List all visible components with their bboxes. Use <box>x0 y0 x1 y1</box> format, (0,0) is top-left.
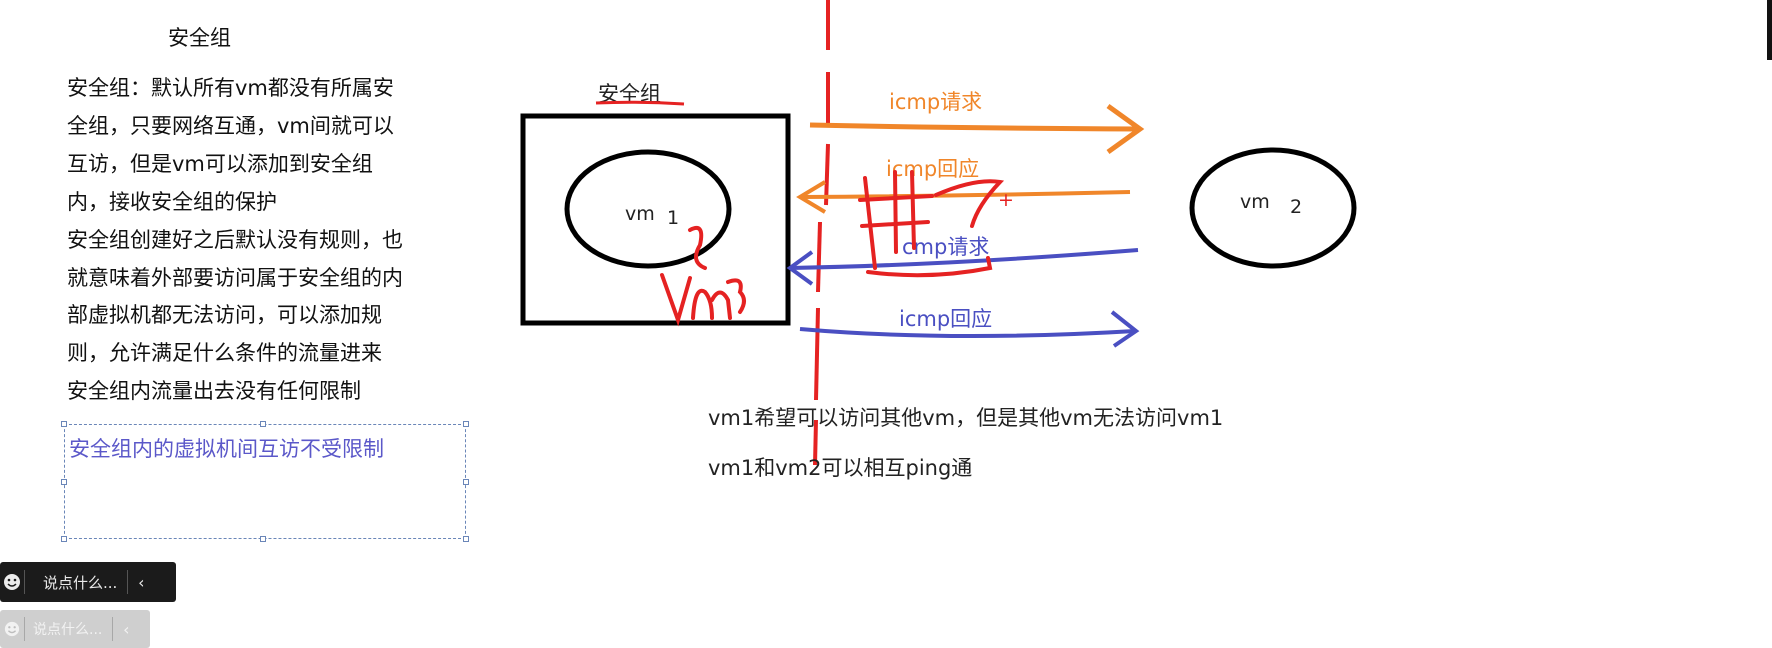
vm2-label: vm <box>1240 191 1270 213</box>
divider <box>112 617 114 641</box>
resize-handle-top-middle[interactable] <box>260 421 266 427</box>
selected-textbox-text[interactable]: 安全组内的虚拟机间互访不受限制 <box>69 437 384 461</box>
resize-handle-bottom-right[interactable] <box>463 536 469 542</box>
smiley-icon[interactable] <box>0 621 24 637</box>
vm1-label: vm <box>625 203 655 225</box>
paragraph-line: 安全组创建好之后默认没有规则，也 <box>67 227 403 252</box>
notes-paragraph: 安全组：默认所有vm都没有所属安 全组，只要网络互通，vm间就可以 互访，但是v… <box>67 70 447 411</box>
diagram-note-2: vm1和vm2可以相互ping通 <box>708 456 973 480</box>
icmp-reply-arrow-orange <box>799 190 1131 199</box>
paragraph-line: 部虚拟机都无法访问，可以添加规 <box>67 303 382 328</box>
icmp-reply-arrowhead-blue <box>1110 310 1140 348</box>
chevron-left-icon[interactable]: ‹ <box>138 572 145 592</box>
resize-handle-top-right[interactable] <box>463 421 469 427</box>
red-dash <box>816 221 822 293</box>
paragraph-line: 就意味着外部要访问属于安全组的内 <box>67 265 403 290</box>
chat-input-bar-secondary[interactable]: 说点什么... ‹ <box>0 610 150 648</box>
red-dash <box>813 419 818 466</box>
vm1-ellipse <box>564 149 732 269</box>
diagram-note-1: vm1希望可以访问其他vm，但是其他vm无法访问vm1 <box>708 406 1224 430</box>
vm2-ellipse <box>1189 147 1357 269</box>
vm2-index: 2 <box>1290 196 1302 218</box>
chat-input-placeholder[interactable]: 说点什么... <box>33 622 103 638</box>
resize-handle-bottom-left[interactable] <box>61 536 67 542</box>
icmp-reply-arrowhead-orange <box>796 180 827 214</box>
icmp-request-arrowhead-blue <box>786 250 814 286</box>
icmp-reply-label-orange: icmp回应 <box>886 157 979 181</box>
security-group-box <box>520 113 791 326</box>
divider <box>127 570 129 594</box>
handwritten-plus: + <box>998 189 1014 211</box>
paragraph-line: 则，允许满足什么条件的流量进来 <box>67 341 382 366</box>
chevron-left-icon[interactable]: ‹ <box>123 619 130 639</box>
icmp-request-arrowhead-orange <box>1106 103 1145 155</box>
icmp-reply-arrow-blue <box>799 327 1136 339</box>
selected-textbox[interactable]: 安全组内的虚拟机间互访不受限制 <box>61 421 469 542</box>
group-label-underline <box>595 100 685 106</box>
icmp-request-label-orange: icmp请求 <box>889 90 982 114</box>
paragraph-line: 全组，只要网络互通，vm间就可以 <box>67 113 394 138</box>
handwritten-vm3-mark <box>660 225 746 327</box>
resize-handle-bottom-middle[interactable] <box>260 536 266 542</box>
notes-heading: 安全组 <box>168 26 231 50</box>
handwritten-jin-mark <box>858 170 1005 278</box>
resize-handle-middle-left[interactable] <box>61 479 67 485</box>
divider <box>24 617 25 641</box>
scrollbar-thumb[interactable] <box>1767 0 1772 60</box>
paragraph-line: 安全组内流量出去没有任何限制 <box>67 379 361 404</box>
divider <box>24 570 25 594</box>
icmp-reply-label-blue: icmp回应 <box>899 307 992 331</box>
paragraph-line: 互访，但是vm可以添加到安全组 <box>67 151 373 176</box>
icmp-request-arrow-orange <box>809 122 1141 132</box>
resize-handle-top-left[interactable] <box>61 421 67 427</box>
paragraph-line: 安全组：默认所有vm都没有所属安 <box>67 76 394 100</box>
chat-input-bar[interactable]: 说点什么... ‹ <box>0 562 176 602</box>
red-dash <box>814 307 820 401</box>
chat-input-placeholder[interactable]: 说点什么... <box>43 573 118 592</box>
icmp-request-arrow-blue <box>789 248 1139 270</box>
paragraph-line: 内，接收安全组的保护 <box>67 189 277 214</box>
resize-handle-middle-right[interactable] <box>463 479 469 485</box>
vm1-index: 1 <box>667 207 679 229</box>
icmp-request-label-blue: cmp请求 <box>902 235 989 259</box>
smiley-icon[interactable] <box>0 573 24 591</box>
